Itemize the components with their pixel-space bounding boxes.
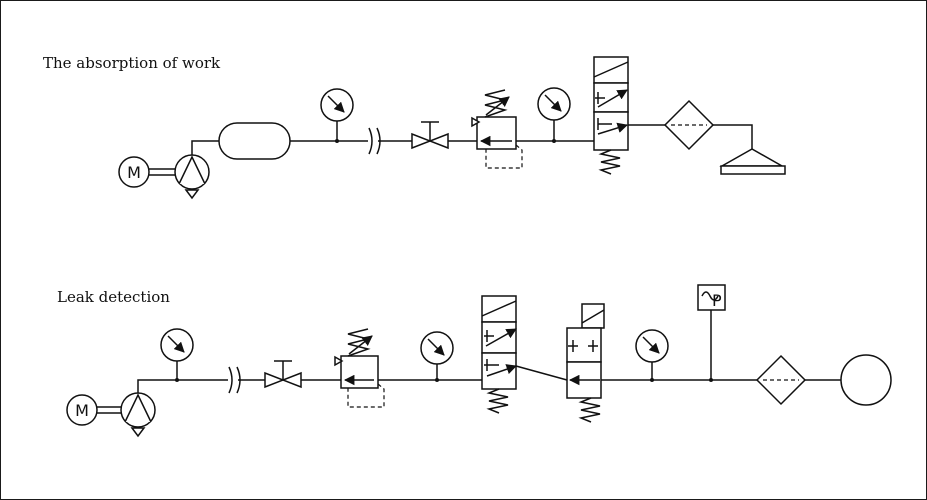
line-break-icon — [368, 127, 373, 155]
shutoff-valve-icon — [411, 121, 449, 150]
filter-icon — [755, 354, 807, 406]
compressor-icon — [174, 154, 210, 200]
pressure-gauge-icon — [160, 328, 194, 382]
air-receiver-icon — [218, 122, 291, 160]
pressure-regulator-icon — [471, 89, 523, 169]
shutoff-valve-icon — [264, 360, 302, 389]
motor-icon: M — [66, 394, 98, 426]
test-vessel-icon — [840, 354, 892, 406]
line-break-icon — [228, 366, 233, 394]
solenoid-valve-icon — [593, 56, 629, 175]
motor-icon: M — [118, 156, 150, 188]
pressure-gauge-icon — [420, 331, 454, 382]
svg-text:M: M — [75, 401, 89, 420]
svg-text:P: P — [712, 291, 722, 310]
pressure-switch-icon: P — [697, 284, 726, 382]
solenoid-valve-icon — [481, 295, 517, 414]
filter-icon — [663, 99, 715, 151]
circuit-leak-detection: M — [66, 284, 892, 438]
pressure-regulator-icon — [334, 328, 385, 408]
pressure-gauge-icon — [635, 329, 669, 382]
diagram-title-absorption-of-work: The absorption of work — [43, 54, 221, 72]
circuit-absorption-of-work: M — [118, 56, 786, 200]
diagram-title-leak-detection: Leak detection — [57, 288, 170, 306]
pressure-gauge-icon — [537, 87, 571, 143]
pressure-gauge-icon — [320, 88, 354, 143]
solenoid-valve-icon — [566, 303, 605, 423]
compressor-icon — [120, 392, 156, 438]
svg-text:M: M — [127, 163, 141, 182]
suction-cup-icon — [719, 148, 786, 175]
